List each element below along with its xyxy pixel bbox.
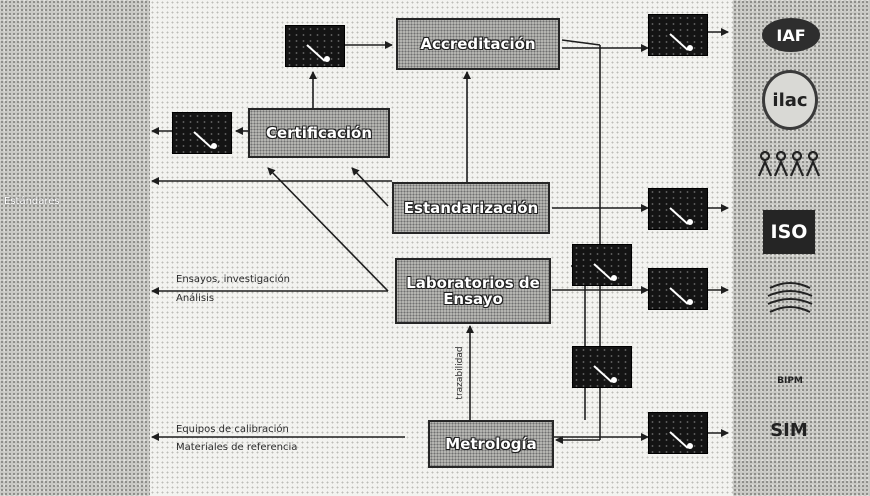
certification-label: Certificación: [265, 124, 373, 142]
standardization-box: Estandarización: [392, 182, 550, 234]
metrology-output-line1: Equipos de calibración: [176, 424, 289, 435]
gauge-icon: [572, 346, 632, 388]
iaf-logo: IAF: [762, 18, 820, 52]
gauge-icon: [648, 268, 708, 310]
iaac-figures-icon: [757, 150, 821, 177]
metrology-output-line2: Materiales de referencia: [176, 442, 298, 453]
sim-logo: SIM: [770, 419, 808, 441]
gauge-icon: [648, 412, 708, 454]
diagonal-standardization-to-certification: [351, 167, 389, 207]
globe-swirl-icon: [767, 282, 813, 313]
metrology-box: Metrología: [428, 420, 554, 468]
testing-labs-label-line2: Ensayo: [443, 290, 503, 308]
bipm-logo: BIPM: [777, 376, 803, 386]
gauge-icon: [648, 14, 708, 56]
left-band-label: Estándares: [4, 196, 60, 207]
certification-box: Certificación: [248, 108, 390, 158]
trunk-accreditation-link: [561, 39, 601, 46]
gauge-icon: [285, 25, 345, 67]
testing-labs-label-line1: Laboratorios de: [406, 274, 540, 292]
ilac-logo: ilac: [762, 70, 818, 130]
accreditation-box: Accreditación: [396, 18, 560, 70]
accreditation-label: Accreditación: [420, 35, 536, 53]
traceability-label: trazabilidad: [455, 346, 465, 400]
testing-labs-box: Laboratorios de Ensayo: [395, 258, 551, 324]
iaac-logo: [755, 148, 825, 180]
testing-output-line1: Ensayos, investigación: [176, 274, 290, 285]
diagonal-labs-to-certification: [267, 167, 389, 292]
gauge-icon: [572, 244, 632, 286]
gauge-icon: [648, 188, 708, 230]
right-logo-band: [733, 0, 870, 496]
left-side-band: Estándares: [0, 0, 150, 496]
standardization-label: Estandarización: [403, 199, 539, 217]
metrology-label: Metrología: [445, 435, 537, 453]
wto-logo: [764, 276, 816, 320]
gauge-icon: [172, 112, 232, 154]
testing-output-line2: Análisis: [176, 293, 215, 304]
iso-logo: ISO: [763, 210, 815, 254]
